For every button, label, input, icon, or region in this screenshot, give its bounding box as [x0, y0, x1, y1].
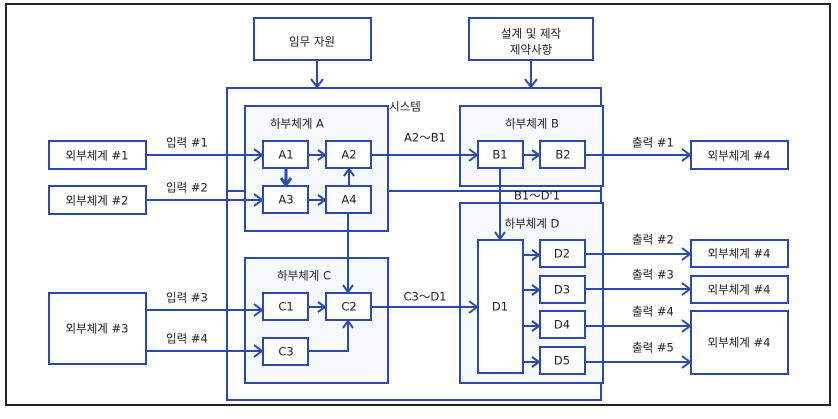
arrowhead-icon: [524, 78, 538, 89]
arrowhead-icon: [253, 148, 264, 162]
external-system-4-out1-label: 외부체계 #4: [708, 149, 771, 163]
node-c1: [262, 292, 309, 321]
output-3-label: 출력 #3: [632, 268, 674, 282]
diagram-frame: [5, 3, 831, 406]
input-1-label: 입력 #1: [166, 136, 208, 150]
arrowhead-icon: [681, 355, 692, 369]
output-4-label: 출력 #4: [632, 305, 674, 319]
node-d2-label: D2: [554, 247, 570, 261]
arrowhead-icon: [310, 78, 324, 89]
node-d5: [539, 346, 586, 375]
arrowhead-icon: [317, 301, 327, 313]
node-c2-label: C2: [341, 300, 356, 314]
arrowhead-icon: [253, 344, 264, 358]
external-system-4-out2: [690, 239, 789, 268]
node-d3: [539, 275, 586, 304]
subsystem-a-label: 하부체계 A: [270, 117, 324, 131]
node-d3-label: D3: [554, 283, 570, 297]
input-2-label: 입력 #2: [166, 181, 208, 195]
output-2-label: 출력 #2: [632, 233, 674, 247]
node-b2-label: B2: [555, 148, 570, 162]
mission-resources-box: [253, 17, 372, 61]
external-system-4-out3-label: 외부체계 #4: [708, 283, 771, 297]
node-c3-label: C3: [278, 345, 293, 359]
node-d5-label: D5: [554, 354, 570, 368]
subsystem-d-label: 하부체계 D: [505, 217, 560, 231]
node-d4-label: D4: [554, 318, 570, 332]
arrowhead-icon: [531, 284, 541, 296]
node-d2: [539, 239, 586, 268]
arrowhead-icon: [681, 247, 692, 261]
arrowhead-icon: [317, 149, 327, 161]
arrowhead-icon: [531, 149, 541, 161]
node-a4-label: A4: [341, 193, 356, 207]
external-system-2: [48, 185, 147, 215]
external-system-3: [48, 292, 147, 365]
arrow-c3-c2: [308, 321, 349, 352]
output-1-label: 출력 #1: [632, 136, 674, 150]
arrowhead-icon: [342, 319, 354, 329]
arrowhead-icon: [468, 148, 479, 162]
node-b1-label: B1: [492, 148, 507, 162]
a2-b1-label: A2～B1: [404, 131, 446, 145]
arrowhead-icon: [531, 249, 541, 261]
external-system-4-out4: [690, 310, 789, 375]
node-a2-label: A2: [341, 148, 356, 162]
arrowhead-icon: [681, 148, 692, 162]
arrowhead-icon: [681, 319, 692, 333]
node-d1-label: D1: [492, 300, 508, 314]
arrowhead-icon: [253, 193, 264, 207]
output-5-label: 출력 #5: [632, 341, 674, 355]
b1-d1-label: B1～D'1: [514, 189, 560, 203]
external-system-3-label: 외부체계 #3: [66, 322, 129, 336]
node-d4: [539, 310, 586, 339]
arrowhead-icon: [494, 231, 506, 241]
arrowhead-icon: [342, 284, 354, 294]
arrowhead-icon: [253, 303, 264, 317]
node-a1-label: A1: [278, 148, 293, 162]
subsystem-c-label: 하부체계 C: [277, 269, 331, 283]
design-constraints-label-2: 제약사항: [510, 43, 553, 57]
arrowhead-icon: [468, 300, 479, 314]
node-a3-label: A3: [278, 193, 293, 207]
arrowhead-icon: [317, 194, 327, 206]
mission-resources-label: 임무 자원: [289, 35, 335, 49]
subsystem-b-label: 하부체계 B: [505, 117, 559, 131]
input-4-label: 입력 #4: [166, 332, 208, 346]
design-constraints-label-1: 설계 및 제작: [501, 27, 562, 41]
external-system-1-label: 외부체계 #1: [66, 149, 129, 163]
system-label: 시스템: [389, 100, 421, 114]
c3-d1-label: C3～D1: [403, 290, 446, 304]
arrowhead-icon: [531, 356, 541, 368]
arrowhead-icon: [531, 320, 541, 332]
node-c1-label: C1: [278, 300, 293, 314]
external-system-4-out2-label: 외부체계 #4: [708, 247, 771, 261]
input-3-label: 입력 #3: [166, 291, 208, 305]
arrowhead-icon: [279, 177, 293, 188]
node-c3: [262, 337, 309, 366]
external-system-4-out4-label: 외부체계 #4: [708, 336, 771, 350]
arrowhead-icon: [343, 167, 355, 177]
arrowhead-icon: [681, 282, 692, 296]
external-system-2-label: 외부체계 #2: [66, 194, 129, 208]
